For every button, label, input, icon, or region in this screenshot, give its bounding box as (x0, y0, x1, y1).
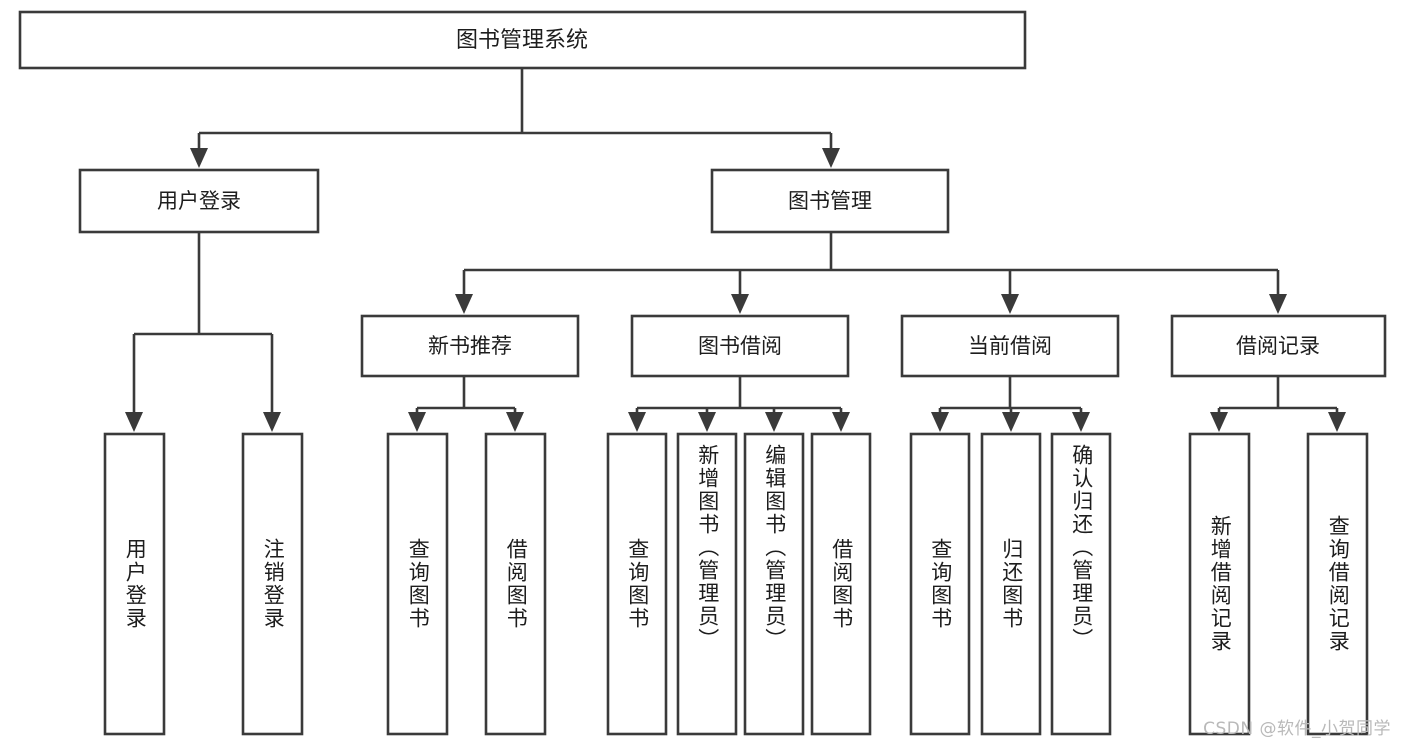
node-current-borrow-label: 当前借阅 (968, 334, 1052, 358)
leaf-box-nb-borrow-book[interactable] (484, 432, 547, 736)
arrow-to-book-mgmt (822, 148, 840, 168)
node-book-borrow-box[interactable] (630, 314, 850, 378)
leaf-box-bb-edit-book[interactable] (743, 432, 805, 736)
node-root-label: 图书管理系统 (456, 28, 588, 53)
connectors-root-to-level2 (190, 68, 840, 168)
node-borrow-record[interactable]: 借阅记录 (1170, 314, 1387, 378)
leaf-box-bb-borrow-book[interactable] (810, 432, 872, 736)
arrow-to-new-book (455, 294, 473, 314)
leaf-box-br-add-record[interactable] (1188, 432, 1251, 736)
node-new-book-recommend[interactable]: 新书推荐 (360, 314, 580, 378)
arrow-to-user-login (190, 148, 208, 168)
leaf-box-cb-query-book[interactable] (909, 432, 971, 736)
arrow-leaf-br-2 (1328, 412, 1346, 432)
connectors-book-borrow-to-leaves (628, 376, 850, 432)
node-book-borrow[interactable]: 图书借阅 (630, 314, 850, 378)
arrow-leaf-br-1 (1210, 412, 1228, 432)
leaf-box-bb-query-book[interactable] (606, 432, 668, 736)
arrow-leaf-bb-2 (698, 412, 716, 432)
arrow-leaf-cb-2 (1002, 412, 1020, 432)
arrow-to-borrow-record (1269, 294, 1287, 314)
node-new-book-recommend-box[interactable] (360, 314, 580, 378)
arrow-leaf-bb-1 (628, 412, 646, 432)
connectors-borrow-record-to-leaves (1210, 376, 1346, 432)
node-current-borrow-box[interactable] (900, 314, 1120, 378)
arrow-leaf-bb-3 (765, 412, 783, 432)
watermark-text: CSDN @软件_小贺同学 (1203, 719, 1391, 739)
arrow-leaf-bb-4 (832, 412, 850, 432)
arrow-to-current-borrow (1001, 294, 1019, 314)
leaf-boxes (103, 432, 1369, 736)
arrow-to-book-borrow (731, 294, 749, 314)
node-book-management-box[interactable] (710, 168, 950, 234)
leaf-box-bb-add-book[interactable] (676, 432, 738, 736)
node-book-borrow-label: 图书借阅 (698, 334, 782, 358)
connectors-new-book-to-leaves (408, 376, 524, 432)
node-user-login-label: 用户登录 (157, 189, 241, 213)
arrow-leaf-logout (263, 412, 281, 432)
node-current-borrow[interactable]: 当前借阅 (900, 314, 1120, 378)
connectors-user-login-to-leaves (125, 232, 281, 432)
leaf-box-cb-return-book[interactable] (980, 432, 1042, 736)
node-new-book-recommend-label: 新书推荐 (428, 334, 512, 358)
node-borrow-record-label: 借阅记录 (1236, 334, 1320, 358)
leaf-box-cb-confirm-return[interactable] (1050, 432, 1112, 736)
arrow-leaf-user-login (125, 412, 143, 432)
node-book-management[interactable]: 图书管理 (710, 168, 950, 234)
arrow-leaf-nb-1 (408, 412, 426, 432)
connectors-book-mgmt-to-level3 (455, 232, 1287, 314)
node-book-management-label: 图书管理 (788, 189, 872, 213)
node-user-login[interactable]: 用户登录 (78, 168, 320, 234)
leaf-box-nb-query-book[interactable] (386, 432, 449, 736)
node-root[interactable]: 图书管理系统 (18, 10, 1027, 70)
arrow-leaf-cb-3 (1072, 412, 1090, 432)
leaf-box-user-login[interactable] (103, 432, 166, 736)
leaf-box-br-query-record[interactable] (1306, 432, 1369, 736)
arrow-leaf-nb-2 (506, 412, 524, 432)
arrow-leaf-cb-1 (931, 412, 949, 432)
node-borrow-record-box[interactable] (1170, 314, 1387, 378)
connectors-current-borrow-to-leaves (931, 376, 1090, 432)
node-user-login-box[interactable] (78, 168, 320, 234)
node-root-box[interactable] (18, 10, 1027, 70)
leaf-box-logout[interactable] (241, 432, 304, 736)
